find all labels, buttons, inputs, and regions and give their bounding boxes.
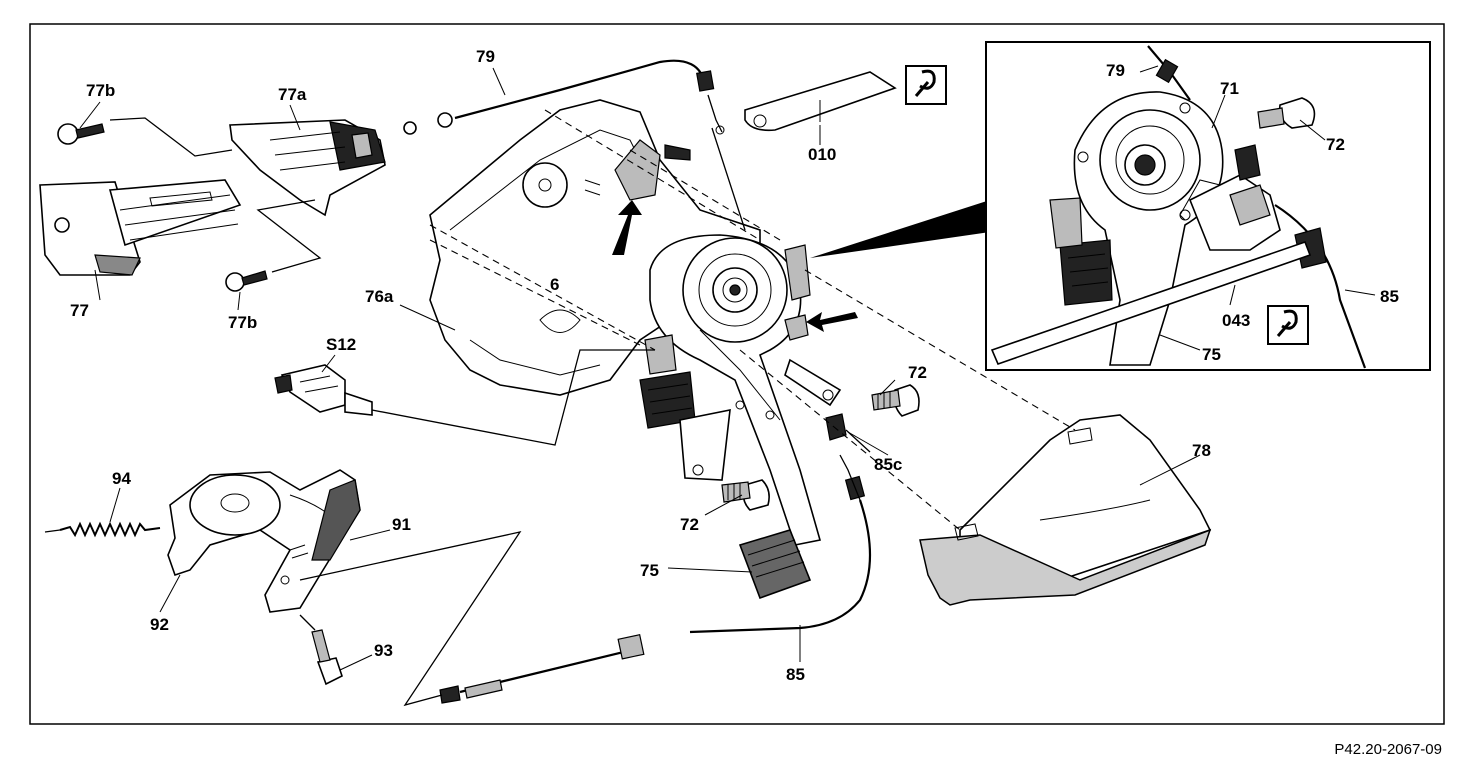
callout-94: 94 (112, 469, 131, 488)
kickdown-mechanism (44, 469, 361, 686)
callout-010: 010 (808, 145, 836, 164)
cable-85 (439, 454, 872, 704)
callout-77b-bottom: 77b (228, 313, 257, 332)
callout-93: 93 (374, 641, 393, 660)
callout-78: 78 (1192, 441, 1211, 460)
special-tool-010 (744, 71, 897, 132)
figure-reference-code: P42.20-2067-09 (1334, 741, 1442, 758)
inset-callout-75: 75 (1202, 345, 1221, 364)
brake-pedal-75 (639, 234, 858, 600)
arrow-left-icon (806, 312, 858, 332)
inset-callout-043: 043 (1222, 311, 1250, 330)
callout-77a: 77a (278, 85, 307, 104)
bolt-72-lower (721, 479, 770, 511)
screw-77b-bottom (225, 199, 322, 292)
stop-lamp-switch-S12 (274, 349, 655, 446)
callout-91: 91 (392, 515, 411, 534)
dashed-guides (429, 109, 1076, 531)
callout-72-upper: 72 (908, 363, 927, 382)
callout-85c: 85c (874, 455, 902, 474)
screw-77b-top (57, 117, 233, 157)
leader-lines (79, 67, 1201, 671)
special-tool-icon (905, 65, 947, 105)
inset-callout-85: 85 (1380, 287, 1399, 306)
callout-85: 85 (786, 665, 805, 684)
inset-callout-71: 71 (1220, 79, 1239, 98)
callout-labels: 79 77b 77a 77 77b 76a 6 S12 94 91 92 93 … (70, 47, 1211, 684)
inset-callout-79: 79 (1106, 61, 1125, 80)
pedal-pad (738, 529, 812, 600)
spring-94 (59, 521, 161, 538)
callout-75: 75 (640, 561, 659, 580)
callout-76a: 76a (365, 287, 394, 306)
pedal-stop-77 (39, 179, 242, 276)
linkage-outline (299, 531, 522, 707)
bolt-72-upper (871, 384, 920, 417)
inset-pointer (810, 200, 990, 258)
footwell-cover-78 (919, 414, 1212, 606)
detail-inset (985, 41, 1431, 371)
diagram-frame (29, 23, 1445, 725)
inset-callout-labels: 79 71 72 85 043 75 (1106, 61, 1399, 364)
inset-callout-72: 72 (1326, 135, 1345, 154)
callout-77: 77 (70, 301, 89, 320)
cable-79 (403, 59, 746, 231)
clip-85c (825, 413, 871, 453)
callout-6: 6 (550, 275, 559, 294)
callout-92: 92 (150, 615, 169, 634)
callout-77b-top: 77b (86, 81, 115, 100)
arrow-up-icon (612, 200, 642, 255)
callout-72-lower: 72 (680, 515, 699, 534)
callout-79: 79 (476, 47, 495, 66)
pedal-stop-holder-77a (229, 119, 386, 217)
pedal-bracket-76a (429, 99, 761, 396)
callout-S12: S12 (326, 335, 356, 354)
